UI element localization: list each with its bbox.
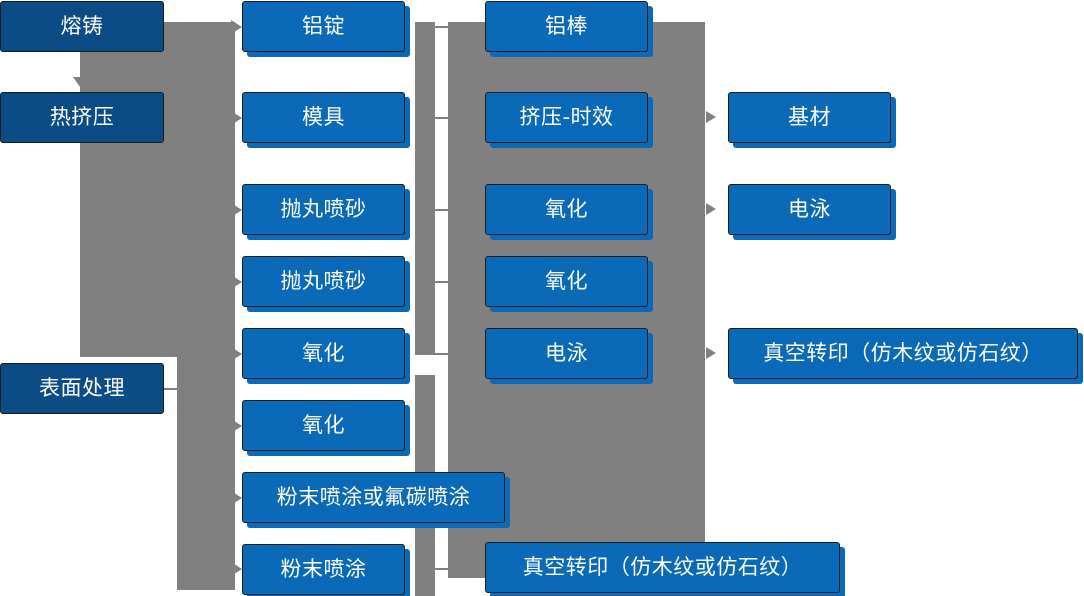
connector-tick-1 — [434, 26, 450, 28]
connector-arrow-to-c2-7 — [231, 491, 242, 505]
connector-mid-bar-upper — [415, 22, 435, 355]
process-node-oxidation-c3-1[interactable]: 氧化 — [485, 184, 648, 235]
process-node-shot-blasting-2[interactable]: 抛丸喷砂 — [242, 256, 405, 307]
process-node-shot-blasting-1[interactable]: 抛丸喷砂 — [242, 184, 405, 235]
result-node-label: 基材 — [788, 105, 831, 129]
process-node-label: 粉末喷涂 — [280, 557, 367, 581]
process-node-vacuum-transfer-print-c3[interactable]: 真空转印（仿木纹或仿石纹） — [485, 542, 840, 593]
process-node-aluminum-bar[interactable]: 铝棒 — [485, 1, 648, 52]
process-node-label: 铝棒 — [545, 14, 588, 38]
stage-node-label: 熔铸 — [60, 14, 104, 38]
process-node-label: 氧化 — [302, 341, 345, 365]
process-node-oxidation-c3-2[interactable]: 氧化 — [485, 256, 648, 307]
connector-arrow-to-c2-2 — [231, 111, 242, 125]
process-node-label: 氧化 — [302, 413, 345, 437]
connector-arrow-to-c2-3 — [231, 203, 242, 217]
connector-left-lower-block — [177, 357, 235, 590]
process-node-extrusion-aging[interactable]: 挤压-时效 — [485, 92, 648, 143]
result-node-electrophoresis[interactable]: 电泳 — [728, 184, 891, 235]
process-node-label: 氧化 — [545, 269, 588, 293]
process-node-label: 真空转印（仿木纹或仿石纹） — [522, 555, 803, 579]
connector-tick-3 — [434, 209, 450, 211]
process-node-label: 挤压-时效 — [519, 105, 614, 129]
connector-arrow-to-c4-2 — [706, 203, 716, 215]
process-node-aluminum-ingot[interactable]: 铝锭 — [242, 1, 405, 52]
process-node-oxidation-c2-2[interactable]: 氧化 — [242, 400, 405, 451]
process-node-powder-coating[interactable]: 粉末喷涂 — [242, 544, 405, 595]
process-node-label: 抛丸喷砂 — [280, 197, 367, 221]
process-node-label: 粉末喷涂或氟碳喷涂 — [276, 485, 471, 509]
connector-left-upper-block — [80, 22, 235, 357]
process-node-label: 铝锭 — [302, 14, 345, 38]
connector-arrow-to-c2-8 — [231, 562, 242, 576]
connector-arrow-to-c4-1 — [706, 111, 716, 123]
connector-arrow-to-c2-5 — [231, 347, 242, 361]
connector-down-arrow-stage1 — [73, 77, 87, 87]
stage-node-surface-treatment[interactable]: 表面处理 — [0, 363, 164, 414]
stage-node-hot-extrusion[interactable]: 热挤压 — [0, 92, 164, 143]
stage-node-melting[interactable]: 熔铸 — [0, 1, 164, 52]
process-node-powder-or-fluorocarbon-coating[interactable]: 粉末喷涂或氟碳喷涂 — [242, 472, 505, 523]
connector-tick-4 — [434, 281, 450, 283]
result-node-vacuum-transfer-print[interactable]: 真空转印（仿木纹或仿石纹） — [728, 328, 1078, 379]
connector-tick-5 — [434, 353, 450, 355]
process-node-electrophoresis-c3[interactable]: 电泳 — [485, 328, 648, 379]
process-node-mold[interactable]: 模具 — [242, 92, 405, 143]
result-node-label: 真空转印（仿木纹或仿石纹） — [763, 341, 1043, 365]
process-node-oxidation-c2-1[interactable]: 氧化 — [242, 328, 405, 379]
connector-tick-6 — [434, 568, 450, 570]
stage-node-label: 表面处理 — [39, 376, 125, 400]
result-node-base-material[interactable]: 基材 — [728, 92, 891, 143]
process-node-label: 抛丸喷砂 — [280, 269, 367, 293]
process-node-label: 模具 — [302, 105, 345, 129]
connector-arrow-to-c2-1 — [231, 20, 242, 34]
connector-tick-2 — [434, 117, 450, 119]
connector-line-stage3 — [164, 388, 179, 390]
connector-down-arrow-stage3 — [170, 332, 184, 342]
process-node-label: 电泳 — [545, 341, 588, 365]
result-node-label: 电泳 — [788, 197, 831, 221]
connector-arrow-to-c4-3 — [706, 347, 716, 359]
stage-node-label: 热挤压 — [49, 105, 115, 129]
process-node-label: 氧化 — [545, 197, 588, 221]
connector-arrow-to-c2-4 — [231, 275, 242, 289]
connector-arrow-to-c2-6 — [231, 419, 242, 433]
